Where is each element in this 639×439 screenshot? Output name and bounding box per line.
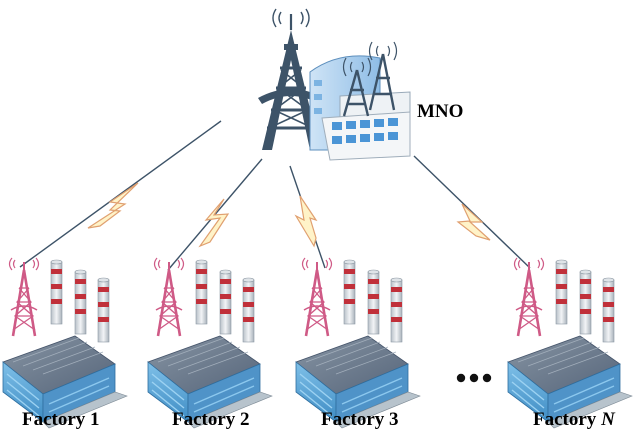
factory-label: Factory N — [533, 409, 615, 430]
wireless-link-icon — [289, 165, 326, 269]
factory-icon — [508, 258, 632, 428]
factory-icon — [148, 258, 272, 428]
wireless-link-icon — [167, 158, 263, 271]
ellipsis-icon — [456, 373, 492, 383]
wireless-link-icon — [19, 120, 222, 268]
factory-icon — [3, 258, 127, 428]
wireless-link-icon — [413, 155, 531, 269]
main-tower-icon — [258, 8, 324, 150]
factory-label: Factory 2 — [172, 409, 250, 430]
factory-label: Factory 3 — [321, 409, 399, 430]
mno-building-icon — [309, 41, 411, 161]
factory-label: Factory 1 — [22, 409, 100, 430]
factory-icon — [296, 258, 420, 428]
mno-label: MNO — [417, 101, 464, 122]
